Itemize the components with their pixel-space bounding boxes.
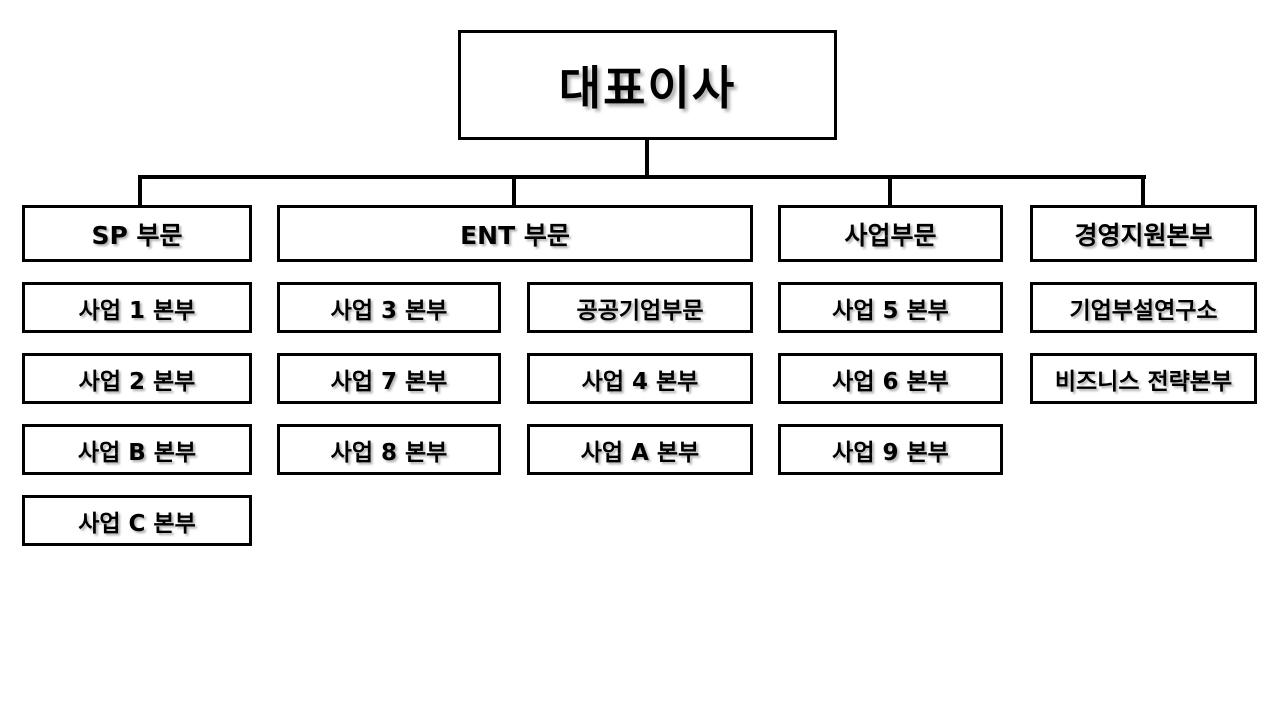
org-node-business-unit-1: 사업 5 본부 (778, 282, 1003, 333)
org-node-ent-colB-unit-3: 사업 A 본부 (527, 424, 753, 475)
connector-ceo-stub (645, 140, 649, 177)
org-node-mgmt-division: 경영지원본부 (1030, 205, 1257, 262)
org-node-ent-colB-unit-1: 공공기업부문 (527, 282, 753, 333)
org-node-mgmt-unit-2: 비즈니스 전략본부 (1030, 353, 1257, 404)
connector-drop-ent (512, 175, 516, 206)
org-node-ceo: 대표이사 (458, 30, 837, 140)
org-node-ent-colA-unit-1: 사업 3 본부 (277, 282, 501, 333)
org-node-sp-unit-2: 사업 2 본부 (22, 353, 252, 404)
connector-drop-sp (138, 175, 142, 206)
org-node-business-unit-2: 사업 6 본부 (778, 353, 1003, 404)
connector-drop-business (888, 175, 892, 206)
org-node-mgmt-unit-1: 기업부설연구소 (1030, 282, 1257, 333)
org-node-sp-division: SP 부문 (22, 205, 252, 262)
org-node-sp-unit-4: 사업 C 본부 (22, 495, 252, 546)
org-node-business-division: 사업부문 (778, 205, 1003, 262)
org-node-ent-colA-unit-3: 사업 8 본부 (277, 424, 501, 475)
connector-drop-mgmt (1141, 175, 1145, 206)
connector-horizontal (138, 175, 1146, 179)
org-node-ent-division: ENT 부문 (277, 205, 753, 262)
org-node-ent-colB-unit-2: 사업 4 본부 (527, 353, 753, 404)
org-node-sp-unit-3: 사업 B 본부 (22, 424, 252, 475)
org-node-business-unit-3: 사업 9 본부 (778, 424, 1003, 475)
org-node-sp-unit-1: 사업 1 본부 (22, 282, 252, 333)
org-node-ent-colA-unit-2: 사업 7 본부 (277, 353, 501, 404)
